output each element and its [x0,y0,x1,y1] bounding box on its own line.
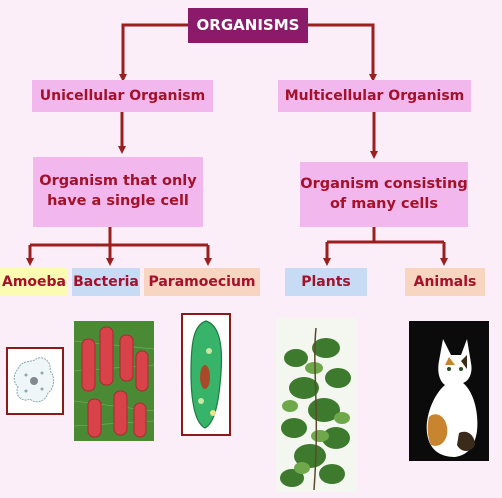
unicellular-description-line2: have a single cell [47,193,189,209]
unicellular-organism-box: Unicellular Organism [32,80,213,112]
bacteria-label: Bacteria [72,268,140,296]
branch-multicellular [327,227,444,244]
organisms-title: ORGANISMS [188,8,308,43]
animals-label: Animals [405,268,485,296]
amoeba-label: Amoeba [0,268,68,296]
arrow-title-to-multicellular [308,23,377,82]
bacteria-image [74,321,154,441]
branch-unicellular [30,227,208,247]
multicellular-description-box: Organism consisting of many cells [300,162,468,227]
plants-label: Plants [285,268,367,296]
paramoecium-label: Paramoecium [144,268,260,296]
multicellular-description-line2: of many cells [329,195,439,212]
paramoecium-image [181,313,231,436]
animals-image [409,321,489,461]
amoeba-image [6,347,64,415]
arrow-title-to-unicellular [119,23,188,82]
plants-image [276,318,357,492]
unicellular-description-box: Organism that only have a single cell [33,157,203,227]
multicellular-description-line1: Organism consisting [300,175,468,192]
unicellular-description-line1: Organism that only [39,173,197,190]
multicellular-organism-box: Multicellular Organism [278,80,471,112]
